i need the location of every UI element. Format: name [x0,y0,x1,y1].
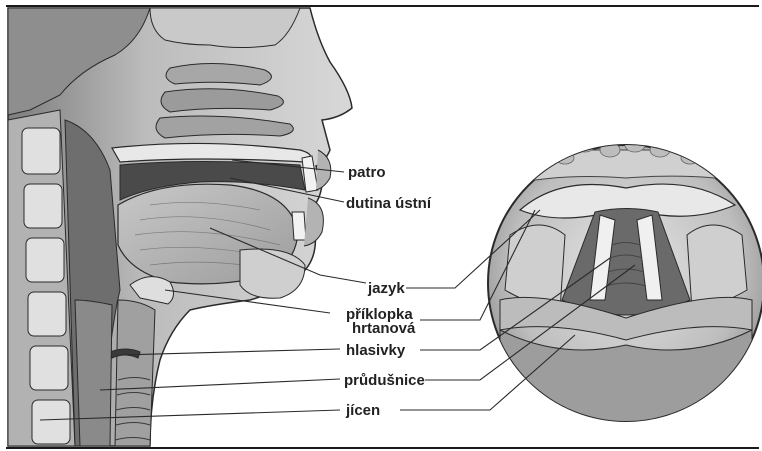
label-prudusnice: průdušnice [344,373,425,389]
label-jazyk: jazyk [368,281,405,297]
sinus-area [150,8,300,48]
label-dutina-ustni: dutina ústní [346,196,431,212]
label-hlasivky: hlasivky [346,343,405,359]
label-hrtanova: hrtanová [352,321,415,337]
esophagus [75,300,112,446]
lower-tooth [292,212,306,240]
larynx-inset [488,113,762,430]
label-jicen: jícen [346,403,380,419]
mandible [240,249,305,298]
label-patro: patro [348,165,386,181]
